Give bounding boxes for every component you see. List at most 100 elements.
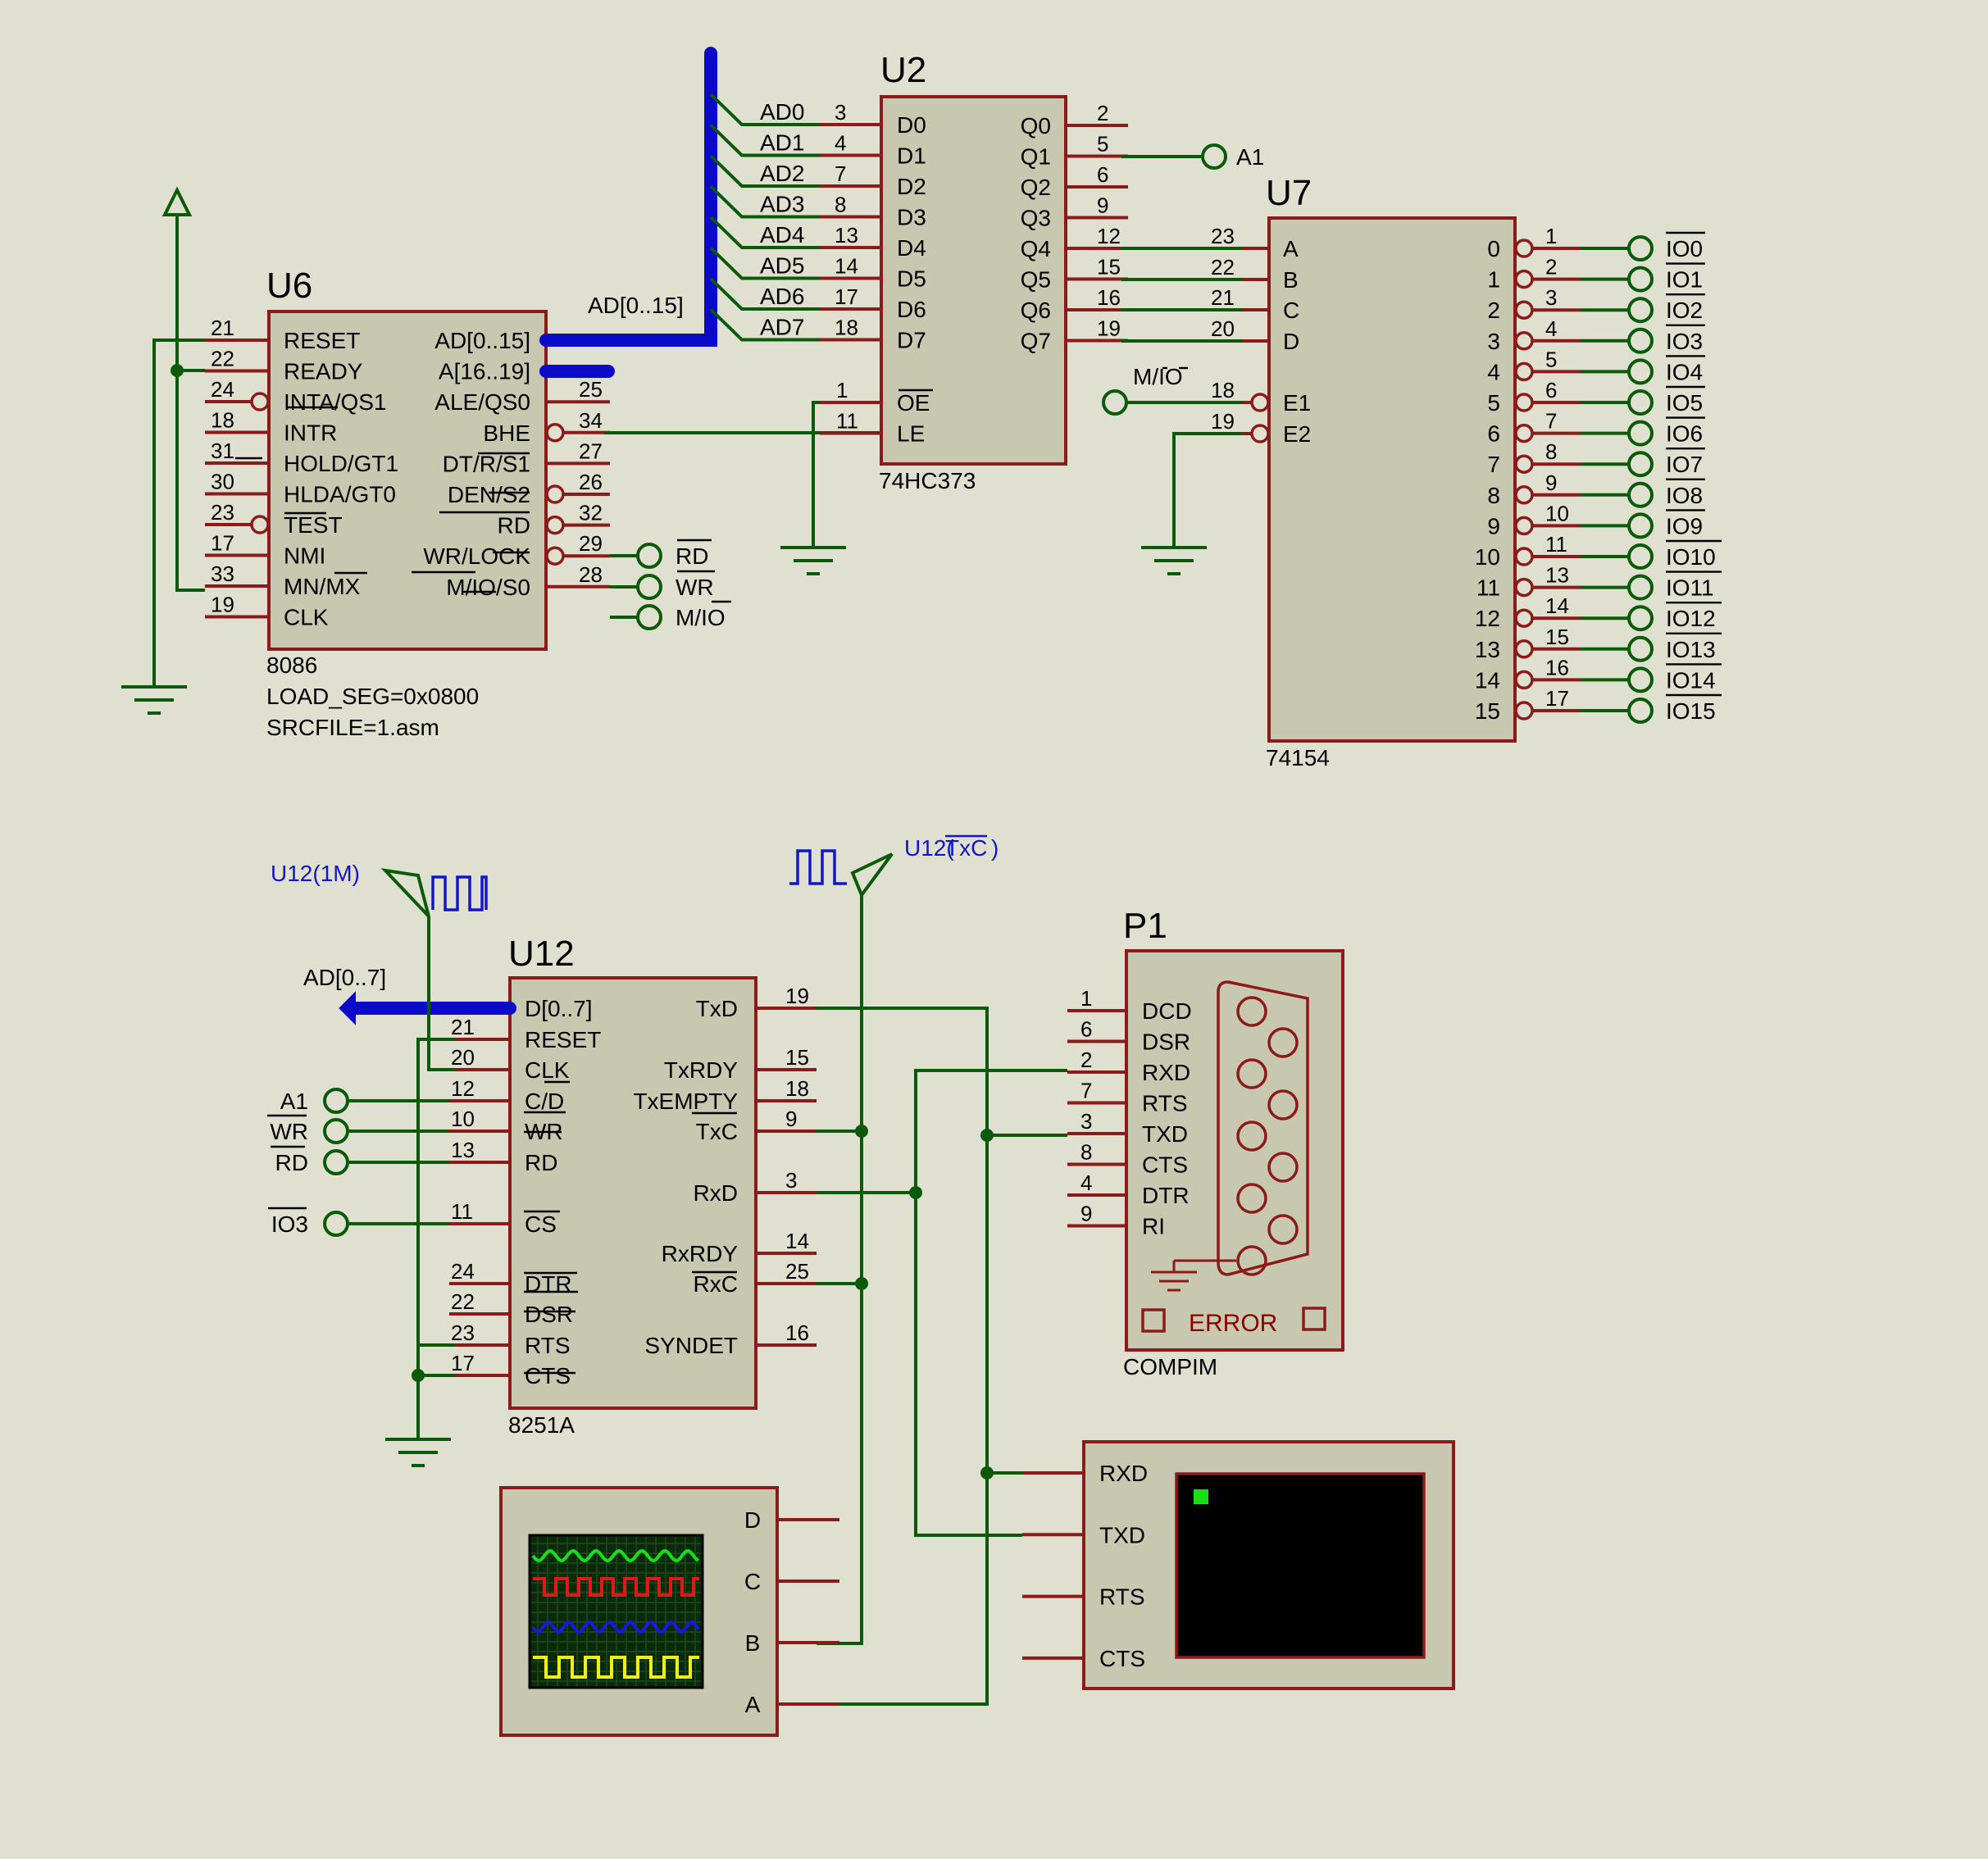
oscilloscope-channel-b[interactable]: B: [745, 1630, 839, 1656]
u6-pin-a-16-19-[interactable]: A[16..19]: [439, 359, 530, 384]
u2-pin-q2[interactable]: 6Q2: [1021, 162, 1128, 200]
u2-pin-q3[interactable]: 9Q3: [1021, 193, 1128, 231]
u6-cpu[interactable]: U6 8086 LOAD_SEG=0x0800 SRCFILE=1.asm 21…: [205, 266, 610, 740]
u6-terminal-wr[interactable]: WR: [610, 570, 715, 600]
u12-terminal-rd[interactable]: RD: [271, 1145, 449, 1175]
u12-terminal-a1[interactable]: A1: [280, 1088, 449, 1114]
u12-terminal-io3[interactable]: IO3: [268, 1207, 449, 1237]
virtual-terminal[interactable]: RXD TXD RTS CTS: [1022, 1440, 1455, 1690]
u2-pin-q0[interactable]: 2Q0: [1021, 101, 1128, 139]
u6-pin-m-io-s0[interactable]: 28M/IO/S0: [446, 562, 610, 600]
virtual-terminal-pin-rxd[interactable]: RXD: [1022, 1461, 1148, 1486]
u2-pin-q1[interactable]: 5Q1: [1021, 132, 1128, 170]
oscilloscope[interactable]: D C B A: [499, 1486, 839, 1737]
virtual-terminal-pin-rts[interactable]: RTS: [1022, 1584, 1145, 1610]
u6-terminal-rd[interactable]: RD: [610, 539, 712, 569]
oscilloscope-channel-c[interactable]: C: [744, 1569, 839, 1594]
u12-terminal-wr[interactable]: WR: [267, 1114, 449, 1144]
oscilloscope-channel-d[interactable]: D: [744, 1507, 839, 1533]
virtual-terminal-pin-txd[interactable]: TXD: [1022, 1522, 1145, 1548]
u2-q1-terminal[interactable]: A1: [1121, 143, 1264, 170]
u6-pin-ad-0-15-[interactable]: AD[0..15]: [434, 328, 530, 353]
u6-terminal-m-io[interactable]: M/IO: [610, 600, 731, 630]
u12-pin-d-0-7-[interactable]: D[0..7]: [525, 996, 592, 1021]
oscilloscope-channel-a[interactable]: A: [745, 1692, 839, 1717]
virtual-terminal-pin-cts[interactable]: CTS: [1022, 1646, 1145, 1671]
